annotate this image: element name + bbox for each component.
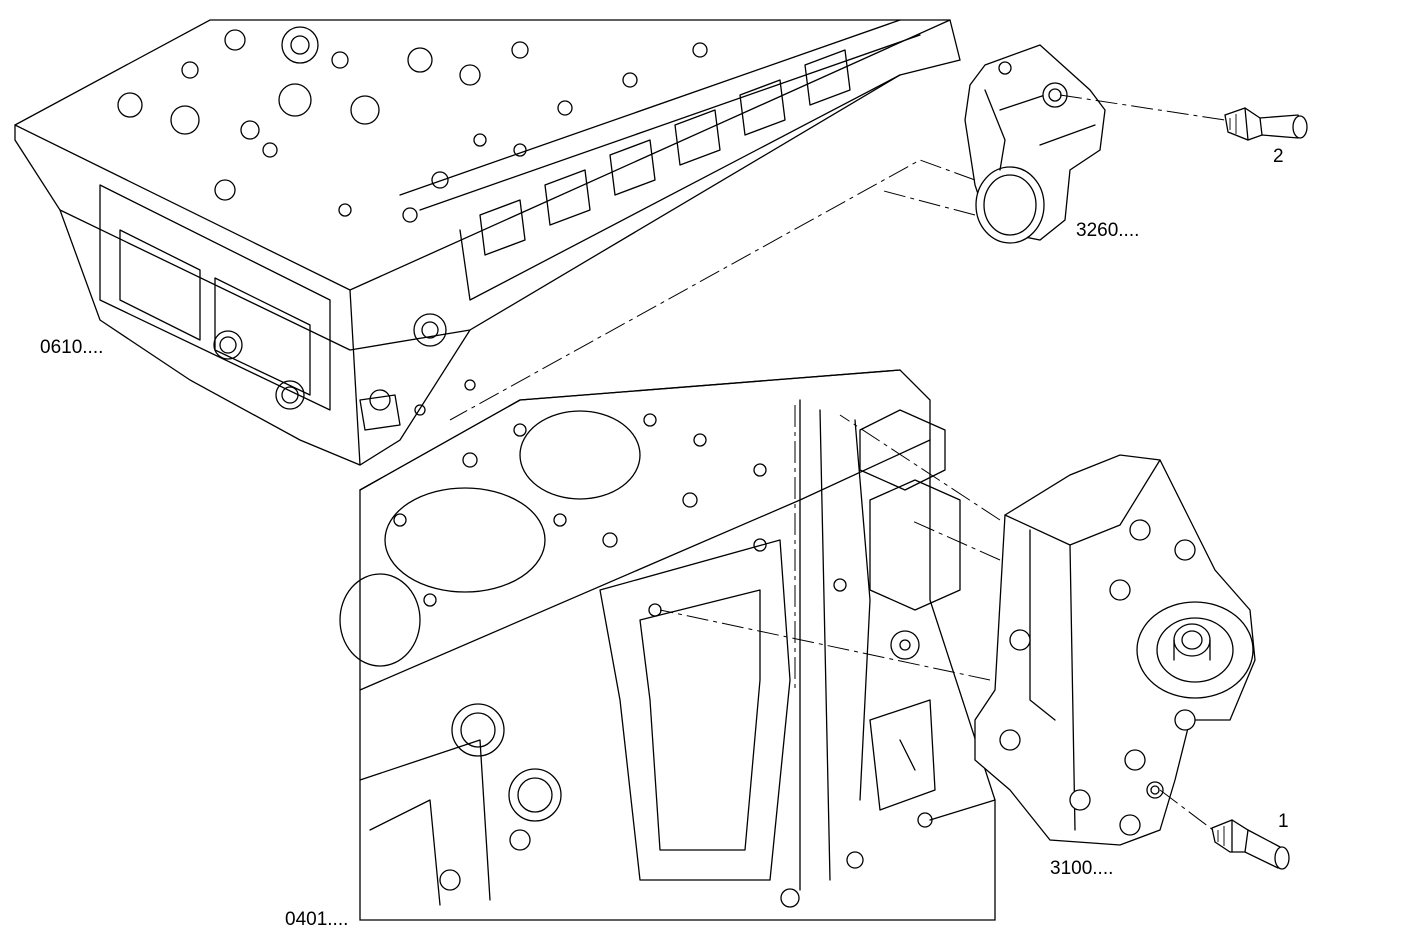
callout-sensor-bottom[interactable]: 1 (1278, 811, 1289, 832)
oil-filter-support-part[interactable] (974, 454, 1256, 846)
callout-engine-block[interactable]: 0401.... (285, 909, 349, 930)
callout-thermostat-housing[interactable]: 3260.... (1076, 220, 1140, 241)
callout-oil-filter-support[interactable]: 3100.... (1050, 858, 1114, 879)
callout-sensor-top[interactable]: 2 (1273, 146, 1284, 167)
cylinder-head-part[interactable] (14, 19, 961, 466)
engine-block-part[interactable] (339, 369, 996, 921)
thermostat-housing-part[interactable] (964, 44, 1106, 244)
assembly-leader-lines (449, 94, 1226, 831)
pressure-sensor-1-part[interactable] (1211, 819, 1290, 870)
callout-cylinder-head[interactable]: 0610.... (40, 337, 104, 358)
pressure-sensor-2-part[interactable] (1224, 107, 1308, 141)
